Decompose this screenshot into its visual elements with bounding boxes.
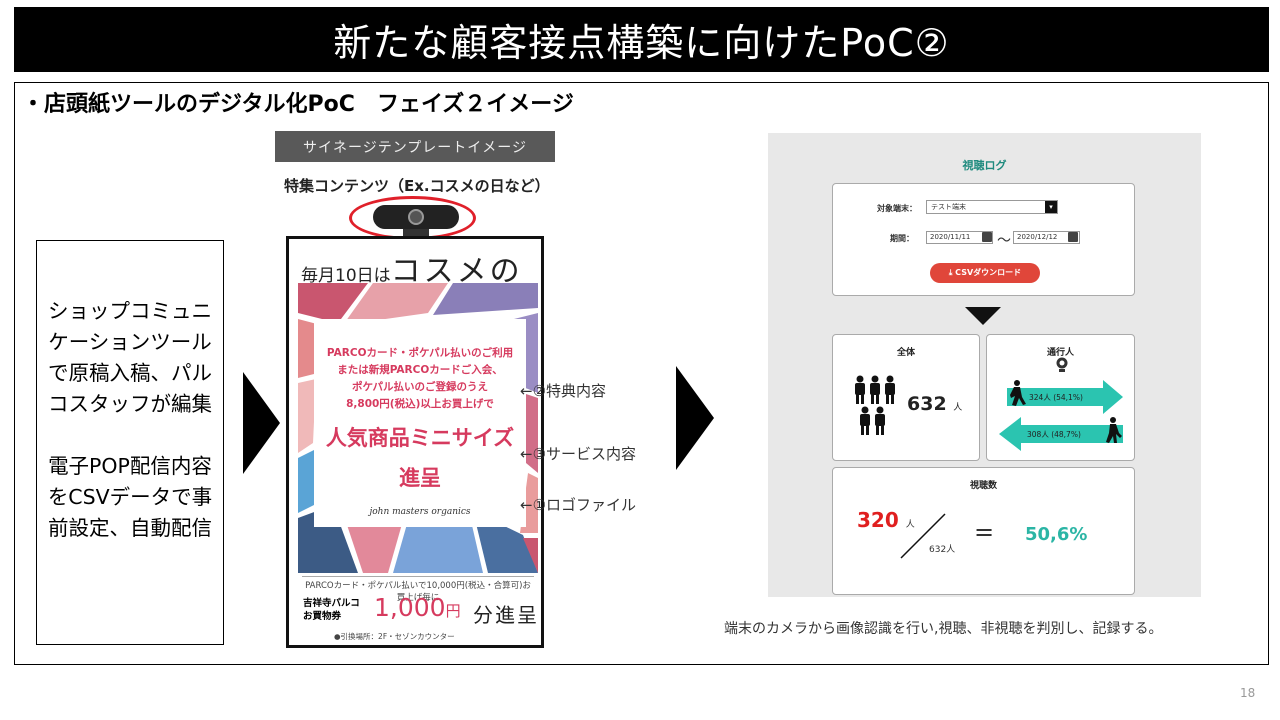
poster-product-line-1: 人気商品ミニサイズ xyxy=(325,426,515,450)
poster-exchange-place: ●引換場所：2F・セゾンカウンター xyxy=(334,632,455,641)
poster-voucher-amount-value: 1,000 xyxy=(374,593,446,622)
views-panel: 視聴数 320 人 632人 = 50,6% xyxy=(832,467,1135,595)
poster-store-name: 吉祥寺パルコ お買物券 xyxy=(303,597,360,623)
feature-content-label: 特集コンテンツ（Ex.コスメの日など） xyxy=(284,177,550,195)
dropdown-caret-icon: ▾ xyxy=(1045,201,1057,213)
poster-promo-line-1: PARCOカード・ポケパル払いのご利用 xyxy=(326,347,514,359)
poster-heading-small: 毎月10日は xyxy=(301,266,391,286)
total-title: 全体 xyxy=(896,348,915,358)
page-number: 18 xyxy=(1240,686,1256,700)
passer-right-arrow-icon xyxy=(1007,380,1123,414)
poster-content-card: PARCOカード・ポケパル払いのご利用 または新規PARCOカードご入会、 ポケ… xyxy=(314,319,526,527)
csv-download-label: CSVダウンロード xyxy=(955,268,1022,277)
total-value-number: 632 xyxy=(907,393,947,415)
total-visitors-panel: 全体 632 人 xyxy=(832,334,980,461)
annotation-benefit: ←②特典内容 xyxy=(520,382,607,400)
passer-left-count: 308人 (48,7%) xyxy=(1027,430,1081,439)
device-label: 対象端末： xyxy=(877,204,917,213)
date-to-input[interactable]: 2020/12/12 xyxy=(1013,231,1080,244)
csv-download-button[interactable]: ⤓ CSVダウンロード xyxy=(930,263,1040,283)
poster-voucher-row: 吉祥寺パルコ お買物券 1,000円 分進呈 xyxy=(297,593,539,629)
poster-store-line-1: 吉祥寺パルコ xyxy=(303,598,360,609)
poster-condition-text: PARCOカード・ポケパル払いで10,000円(税込・合算可)お買上げ毎に xyxy=(302,576,534,603)
workflow-text-1: ショップコミュニケーションツールで原稿入稿、パルコスタッフが編集 xyxy=(48,299,212,416)
down-arrow-icon xyxy=(965,307,1001,325)
content-frame xyxy=(14,82,1269,665)
signage-template-label: サイネージテンプレートイメージ xyxy=(275,131,555,162)
views-numerator: 320 人 xyxy=(857,508,915,532)
views-numerator-unit: 人 xyxy=(905,520,915,530)
workflow-description-box: ショップコミュニケーションツールで原稿入稿、パルコスタッフが編集 電子POP配信… xyxy=(36,240,224,645)
poster-promo-line-2: または新規PARCOカードご入会、 xyxy=(337,364,503,376)
flow-arrow-right-icon xyxy=(243,372,280,474)
slide-title-bar: 新たな顧客接点構築に向けたPoC② xyxy=(14,7,1269,72)
dashboard-title: 視聴ログ xyxy=(962,159,1007,172)
poster-promo-line-4: 8,800円(税込)以上お買上げで xyxy=(346,398,494,410)
people-group-icon xyxy=(855,375,895,435)
poster-voucher-amount: 1,000円 xyxy=(374,593,461,622)
section-subtitle: ・店頭紙ツールのデジタル化PoC フェイズ２イメージ xyxy=(22,92,574,117)
workflow-text-2: 電子POP配信内容をCSVデータで事前設定、自動配信 xyxy=(47,454,213,540)
device-select-value: テスト端末 xyxy=(931,203,966,211)
poster-voucher-amount-unit: 円 xyxy=(445,602,461,620)
passers-panel: 通行人 324人 (54,1%) 308人 (48,7%) xyxy=(986,334,1135,461)
slide-title: 新たな顧客接点構築に向けたPoC② xyxy=(333,21,950,65)
dashboard-caption: 端末のカメラから画像認識を行い,視聴、非視聴を判別し、記録する。 xyxy=(724,621,1163,637)
poster-promo-line-3: ポケパル払いのご登録のうえ xyxy=(351,381,489,393)
poster-store-line-2: お買物券 xyxy=(303,611,342,622)
device-select[interactable]: テスト端末 ▾ xyxy=(926,200,1058,214)
period-label: 期間： xyxy=(890,234,914,243)
poster-product-line-2: 進呈 xyxy=(399,466,441,490)
passer-right-count: 324人 (54,1%) xyxy=(1029,393,1083,402)
views-title: 視聴数 xyxy=(969,481,997,491)
annotation-logo: ←①ロゴファイル xyxy=(520,496,637,514)
poster-gift-text: 分進呈 xyxy=(473,603,539,627)
equals-sign: = xyxy=(974,518,995,546)
total-value-unit: 人 xyxy=(953,403,963,413)
calendar-icon-2[interactable] xyxy=(1068,232,1078,242)
views-denominator: 632人 xyxy=(929,545,956,555)
passer-left-arrow-icon xyxy=(999,417,1123,451)
camera-highlight-circle xyxy=(349,196,476,240)
date-from-input[interactable]: 2020/11/11 xyxy=(926,231,993,244)
date-range-separator: 〜 xyxy=(997,233,1011,249)
calendar-icon[interactable] xyxy=(982,232,992,242)
signage-poster: 毎月10日はコスメの日 PARCOカード・ポケパル払いのご利用 または新規PAR… xyxy=(286,236,544,648)
views-percent: 50,6% xyxy=(1025,524,1088,545)
filter-panel: 対象端末： テスト端末 ▾ 期間： 2020/11/11 〜 2020/12/1… xyxy=(832,183,1135,296)
flow-arrow-right-icon-2 xyxy=(676,366,714,470)
fraction-slash xyxy=(900,513,946,559)
viewing-log-dashboard: 視聴ログ 対象端末： テスト端末 ▾ 期間： 2020/11/11 〜 2020… xyxy=(768,133,1201,597)
passers-title: 通行人 xyxy=(1046,348,1074,358)
annotation-service: ←③サービス内容 xyxy=(520,445,637,463)
views-numerator-value: 320 xyxy=(857,508,899,532)
download-icon: ⤓ xyxy=(948,268,956,277)
poster-brand-logo: john masters organics xyxy=(369,507,471,517)
total-visitors-value: 632 人 xyxy=(907,393,962,415)
webcam-small-icon xyxy=(1056,357,1068,372)
